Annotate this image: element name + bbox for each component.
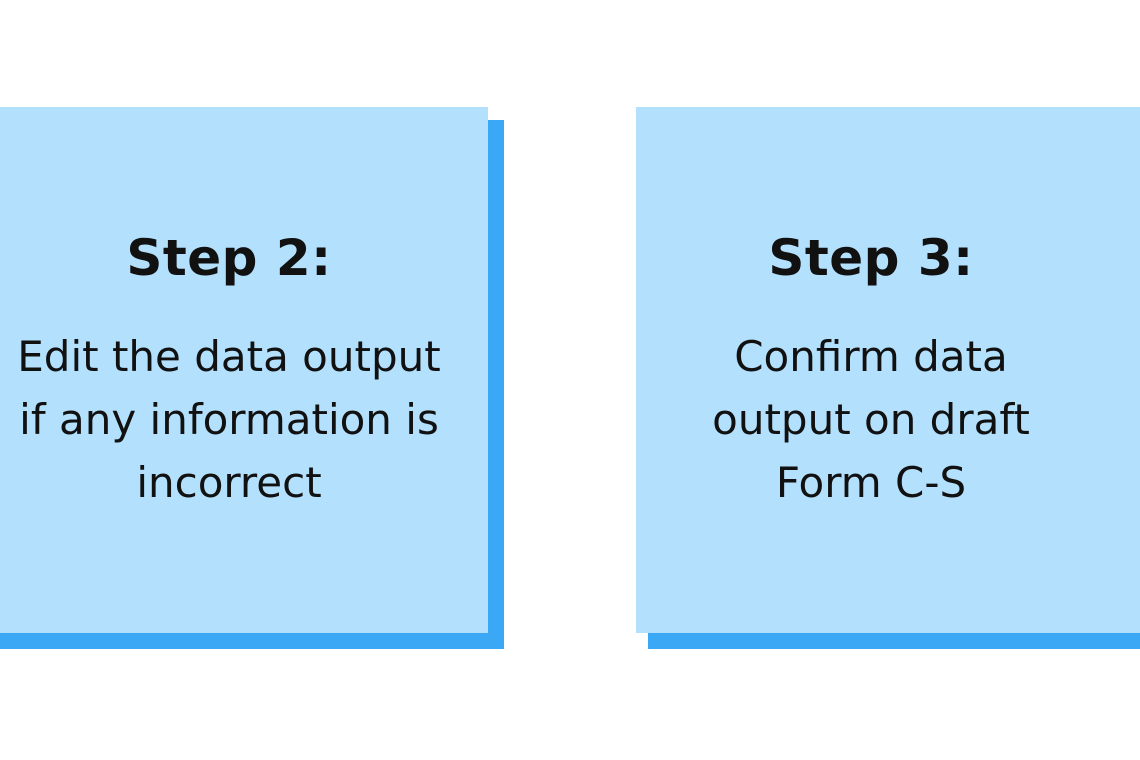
step-3-line-2: output on draft [712,394,1030,444]
step-3-description: Confirm data output on draft Form C-S [712,325,1030,514]
step-2-description: Edit the data output if any information … [17,325,440,514]
step-2-line-2: if any information is [19,394,439,444]
step-2-card: Step 2: Edit the data output if any info… [0,107,488,633]
step-2-title: Step 2: [126,228,332,287]
step-2-line-1: Edit the data output [17,331,441,381]
step-3-line-3: Form C-S [775,457,967,507]
step-3-title: Step 3: [768,228,974,287]
step-3-line-1: Confirm data [734,331,1008,381]
step-3-card: Step 3: Confirm data output on draft For… [636,107,1140,633]
step-2-line-3: incorrect [136,457,322,507]
